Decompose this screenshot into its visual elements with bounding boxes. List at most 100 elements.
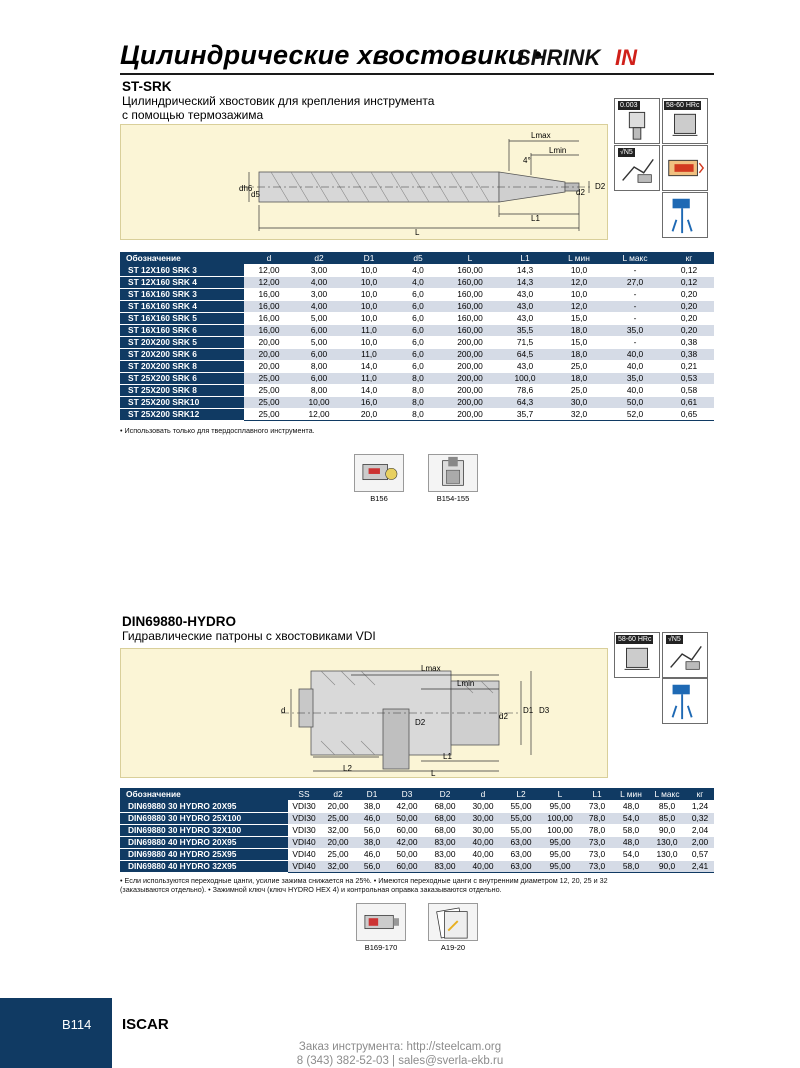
- ref-b154-label[interactable]: B154-155: [436, 494, 470, 503]
- st-srk-designation-cell: ST 25X200 SRK10: [120, 396, 244, 409]
- st-srk-value-cell: 200,00: [442, 408, 498, 421]
- st-srk-designation-cell: ST 20X200 SRK 8: [120, 360, 244, 373]
- st-srk-value-cell: 6,0: [394, 348, 442, 361]
- st-srk-value-cell: 16,0: [344, 396, 394, 409]
- label-lmax: Lmax: [531, 131, 551, 140]
- din69880-value-cell: VDI40: [288, 836, 320, 849]
- hardness-tag: 58-60 HRc: [664, 101, 702, 110]
- col-d: d: [244, 252, 294, 264]
- din69880-value-cell: 130,0: [648, 836, 686, 849]
- st-srk-value-cell: 16,00: [244, 300, 294, 313]
- label2-lmax: Lmax: [421, 664, 441, 673]
- din69880-value-cell: VDI30: [288, 800, 320, 813]
- st-srk-value-cell: 0,53: [664, 372, 714, 385]
- din69880-value-cell: 2,04: [686, 824, 714, 837]
- st-srk-value-cell: 11,0: [344, 372, 394, 385]
- din69880-value-cell: 58,0: [614, 860, 648, 873]
- st-srk-value-cell: 0,38: [664, 336, 714, 349]
- st-srk-designation-cell: ST 20X200 SRK 5: [120, 336, 244, 349]
- st-srk-value-cell: 32,0: [552, 408, 606, 421]
- st-srk-value-cell: 35,0: [606, 372, 664, 385]
- din69880-value-cell: 85,0: [648, 812, 686, 825]
- din69880-value-cell: 0,32: [686, 812, 714, 825]
- din69880-value-cell: 32,00: [320, 860, 356, 873]
- st-srk-value-cell: 0,12: [664, 276, 714, 289]
- col2-D1: D1: [356, 788, 388, 800]
- st-srk-value-cell: 8,0: [394, 396, 442, 409]
- col2-lmax: L макс: [648, 788, 686, 800]
- din69880-value-cell: 68,00: [426, 812, 464, 825]
- svg-text:SHRINK: SHRINK: [516, 45, 602, 70]
- din69880-value-cell: VDI30: [288, 824, 320, 837]
- din69880-designation-cell: DIN69880 40 HYDRO 25X95: [120, 848, 288, 861]
- col2-d2: d2: [320, 788, 356, 800]
- iscar-brand: ISCAR: [122, 1016, 169, 1033]
- din69880-value-cell: 30,00: [464, 812, 502, 825]
- din69880-value-cell: 42,00: [388, 800, 426, 813]
- st-srk-value-cell: 3,00: [294, 264, 344, 277]
- st-srk-value-cell: 10,0: [344, 276, 394, 289]
- st-srk-value-cell: 4,0: [394, 276, 442, 289]
- section2-description: Гидравлические патроны с хвостовиками VD…: [122, 629, 376, 643]
- st-srk-value-cell: 18,0: [552, 372, 606, 385]
- st-srk-value-cell: 12,0: [552, 276, 606, 289]
- ref-b169-label[interactable]: B169-170: [364, 943, 398, 952]
- din69880-value-cell: 30,00: [464, 824, 502, 837]
- st-srk-designation-cell: ST 16X160 SRK 4: [120, 300, 244, 313]
- ref-b156-label[interactable]: B156: [370, 494, 388, 503]
- st-srk-designation-cell: ST 25X200 SRK 8: [120, 384, 244, 397]
- din69880-value-cell: 95,00: [540, 800, 580, 813]
- st-srk-value-cell: 6,00: [294, 324, 344, 337]
- contact-line[interactable]: 8 (343) 382-52-03 | sales@sverla-ekb.ru: [296, 1055, 504, 1067]
- din69880-value-cell: 48,0: [614, 836, 648, 849]
- st-srk-value-cell: 6,00: [294, 348, 344, 361]
- st-srk-value-cell: 25,00: [244, 384, 294, 397]
- hardness-tag-2: 58-60 HRc: [616, 635, 654, 644]
- st-srk-value-cell: 10,00: [294, 396, 344, 409]
- din69880-value-cell: 56,0: [356, 860, 388, 873]
- ref-a19-label[interactable]: A19-20: [440, 943, 466, 952]
- label2-D3: D3: [539, 706, 550, 715]
- din69880-value-cell: 73,0: [580, 848, 614, 861]
- st-srk-value-cell: 160,00: [442, 276, 498, 289]
- st-srk-value-cell: 43,0: [498, 312, 552, 325]
- section2-note-line2: (заказываются отдельно). • Зажимной ключ…: [120, 885, 502, 894]
- st-srk-value-cell: 6,0: [394, 312, 442, 325]
- din69880-value-cell: 63,00: [502, 848, 540, 861]
- din69880-value-cell: 90,0: [648, 860, 686, 873]
- ref-b154-card[interactable]: [428, 454, 478, 492]
- st-srk-value-cell: 0,38: [664, 348, 714, 361]
- st-srk-value-cell: 6,0: [394, 288, 442, 301]
- st-srk-value-cell: 64,5: [498, 348, 552, 361]
- ref-b169-card[interactable]: [356, 903, 406, 941]
- ref-a19-card[interactable]: [428, 903, 478, 941]
- page-title: Цилиндрические хвостовики •: [120, 40, 542, 70]
- tolerance-tag: 0.003: [618, 101, 640, 110]
- label-L: L: [415, 228, 420, 237]
- section2-code: DIN69880-HYDRO: [122, 614, 237, 629]
- din69880-value-cell: 2,41: [686, 860, 714, 873]
- st-srk-value-cell: 43,0: [498, 300, 552, 313]
- st-srk-value-cell: 0,20: [664, 324, 714, 337]
- din69880-value-cell: VDI40: [288, 860, 320, 873]
- col-d2: d2: [294, 252, 344, 264]
- ref-b156-card[interactable]: [354, 454, 404, 492]
- st-srk-table: Обозначение d d2 D1 d5 L L1 L мин L макс…: [120, 252, 714, 421]
- st-srk-value-cell: 12,00: [244, 264, 294, 277]
- st-srk-value-cell: 16,00: [244, 288, 294, 301]
- din69880-value-cell: 73,0: [580, 800, 614, 813]
- roughness-tag: √N5: [618, 148, 635, 157]
- heat-shrink-icon: [662, 145, 708, 191]
- st-srk-value-cell: 10,0: [344, 336, 394, 349]
- st-srk-value-cell: 52,0: [606, 408, 664, 421]
- din69880-value-cell: 95,00: [540, 836, 580, 849]
- order-line[interactable]: Заказ инструмента: http://steelcam.org: [298, 1041, 502, 1053]
- din69880-value-cell: 46,0: [356, 848, 388, 861]
- din69880-value-cell: 55,00: [502, 800, 540, 813]
- st-srk-value-cell: 16,00: [244, 324, 294, 337]
